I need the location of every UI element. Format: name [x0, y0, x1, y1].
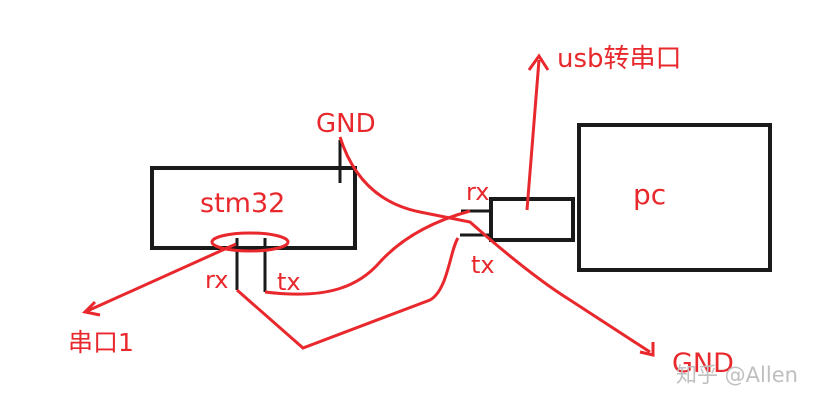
usb-serial-arrow	[525, 59, 541, 211]
tx-left-label: tx	[277, 268, 301, 296]
gnd-bottom-label: GND	[672, 348, 734, 379]
serial-port-highlight	[210, 231, 290, 253]
rx-to-tx-wire	[236, 237, 460, 350]
usb-serial-label: usb转串口	[557, 44, 682, 74]
watermark: 知乎 @Allen	[676, 363, 798, 387]
pc-label: pc	[633, 178, 667, 211]
serial1-arrow	[84, 242, 237, 314]
rx-right-label: rx	[466, 178, 490, 206]
rx-left-label: rx	[205, 266, 229, 294]
tx-to-rx-wire	[264, 209, 471, 296]
usb-serial-arrowhead	[527, 53, 550, 71]
serial1-arrowhead	[81, 300, 101, 317]
serial1-label: 串口1	[68, 328, 134, 357]
tx-right-label: tx	[471, 251, 495, 279]
usb-adapter-box	[489, 197, 575, 242]
pc-box	[577, 123, 772, 272]
gnd-bottom-arrowhead	[639, 342, 655, 357]
stm32-box	[150, 166, 357, 250]
gnd-top-label: GND	[316, 109, 376, 139]
stm32-label: stm32	[200, 188, 286, 219]
gnd-wire	[338, 136, 651, 354]
